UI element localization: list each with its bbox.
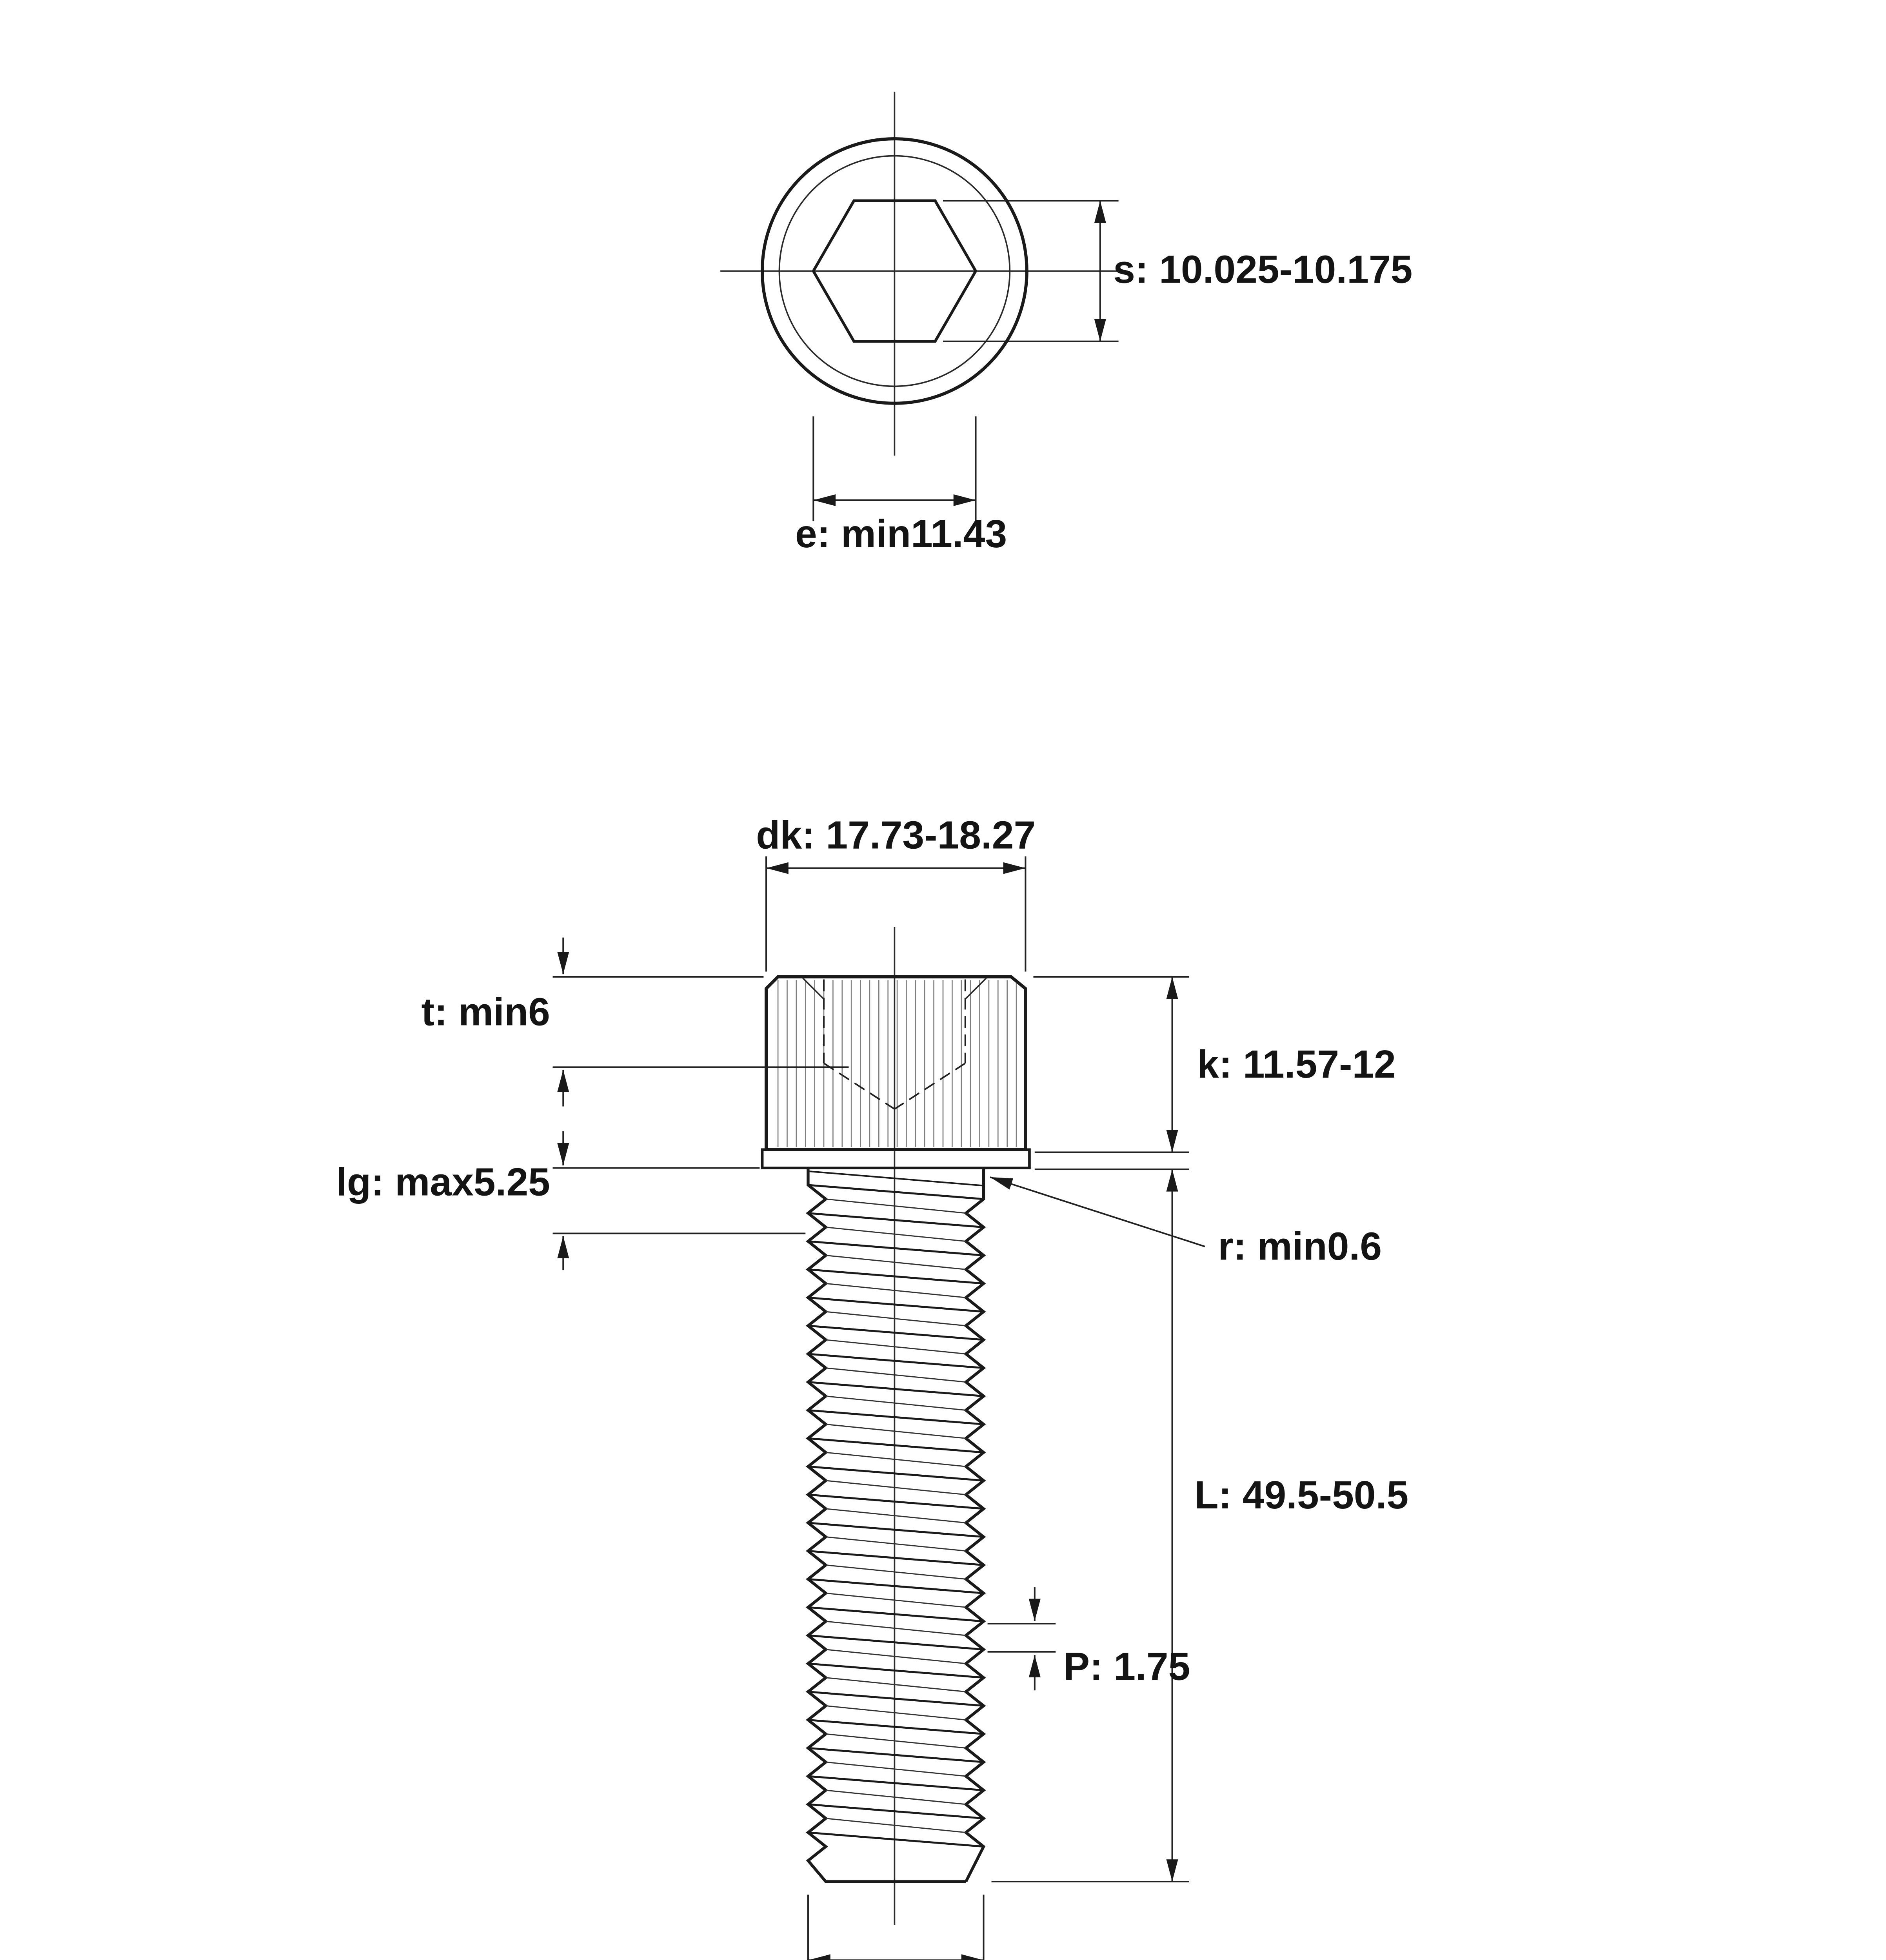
dim-label-lg: lg: max5.25 [336, 1160, 550, 1204]
thread-root-line [826, 1818, 966, 1833]
thread [808, 1169, 984, 1882]
thread-crest-line [808, 1466, 984, 1481]
thread-runout-line [808, 1171, 984, 1186]
dimension-dk: dk: 17.73-18.27 [756, 813, 1036, 971]
dimension-L: L: 49.5-50.5 [992, 1169, 1408, 1882]
thread-crest-line [808, 1523, 984, 1537]
thread-root-line [826, 1452, 966, 1466]
thread-root-line [826, 1396, 966, 1410]
thread-crest-line [808, 1579, 984, 1593]
thread-crest-line [808, 1692, 984, 1706]
thread-crest-line [808, 1551, 984, 1565]
thread-crest-line [808, 1382, 984, 1396]
thread-root-line [826, 1706, 966, 1720]
thread-root-line [826, 1734, 966, 1748]
thread-root-line [826, 1481, 966, 1495]
dim-label-L: L: 49.5-50.5 [1194, 1473, 1408, 1517]
thread-crest-line [808, 1410, 984, 1424]
thread-root-line [826, 1593, 966, 1607]
thread-root-line [826, 1368, 966, 1382]
thread-root-line [826, 1537, 966, 1551]
thread-crest-line [808, 1635, 984, 1650]
dim-label-s: s: 10.025-10.175 [1113, 247, 1412, 291]
dim-label-t: t: min6 [422, 990, 550, 1034]
side-view [762, 927, 1029, 1925]
thread-crest-line [808, 1495, 984, 1509]
dimension-r: r: min0.6 [990, 1177, 1382, 1268]
thread-root-line [826, 1678, 966, 1692]
thread-crest-line [808, 1354, 984, 1368]
dim-label-r: r: min0.6 [1218, 1224, 1382, 1268]
thread-root-line [826, 1227, 966, 1241]
dimension-P: P: 1.75 [988, 1587, 1190, 1690]
dimension-M12: M12 [808, 1895, 984, 1960]
thread-root-line [826, 1509, 966, 1523]
thread-crest-line [808, 1438, 984, 1452]
thread-root-line [826, 1762, 966, 1776]
dim-label-P: P: 1.75 [1063, 1645, 1190, 1689]
socket-hidden-point-left [824, 1063, 894, 1109]
thread-root-line [826, 1312, 966, 1326]
thread-root-line [826, 1790, 966, 1804]
thread-root-line [826, 1621, 966, 1635]
thread-crest-line [808, 1664, 984, 1678]
dimension-t: t: min6 [422, 938, 849, 1107]
dimension-lg: lg: max5.25 [336, 1131, 805, 1270]
thread-edge-right [966, 1169, 983, 1882]
thread-root-line [826, 1650, 966, 1664]
dimension-k: k: 11.57-12 [1033, 977, 1395, 1152]
socket-hidden-point-right [894, 1063, 965, 1109]
thread-crest-line [808, 1720, 984, 1734]
socket-chamfer-left [803, 978, 824, 999]
thread-crest-line [808, 1213, 984, 1227]
thread-crest-line [808, 1185, 984, 1199]
thread-crest-line [808, 1776, 984, 1790]
thread-root-line [826, 1424, 966, 1438]
thread-root-line [826, 1340, 966, 1354]
thread-crest-line [808, 1298, 984, 1312]
dim-label-e: e: min11.43 [795, 512, 1007, 556]
thread-crest-line [808, 1748, 984, 1762]
thread-root-line [826, 1255, 966, 1269]
dim-label-k: k: 11.57-12 [1197, 1042, 1396, 1086]
thread-crest-line [808, 1833, 984, 1847]
thread-root-line [826, 1283, 966, 1298]
thread-root-line [826, 1199, 966, 1213]
head-knurl [778, 980, 1016, 1147]
thread-crest-line [808, 1607, 984, 1621]
dimension-e: e: min11.43 [795, 416, 1007, 556]
thread-crest-line [808, 1326, 984, 1340]
dim-label-dk: dk: 17.73-18.27 [756, 813, 1036, 857]
thread-crest-line [808, 1241, 984, 1256]
socket-chamfer-right [965, 978, 986, 999]
thread-root-line [826, 1565, 966, 1579]
top-view: s: 10.025-10.175 e: min11.43 [720, 92, 1412, 556]
thread-crest-line [808, 1804, 984, 1818]
head-washer-face [762, 1150, 1029, 1168]
thread-crest-line [808, 1269, 984, 1283]
